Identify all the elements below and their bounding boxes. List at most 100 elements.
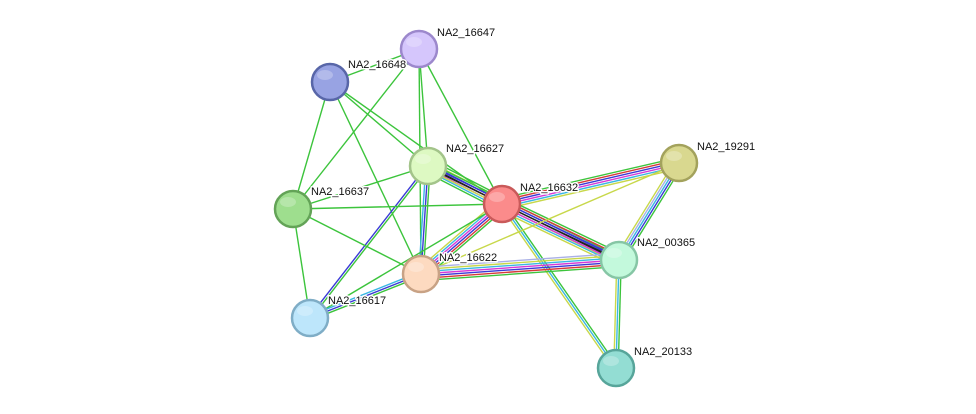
edge-evidence-line [292,48,420,210]
node-circle[interactable] [408,146,448,186]
node-label: NA2_19291 [697,141,755,153]
edge-evidence-line [501,161,679,204]
edge-NA2_16647-NA2_16637 [292,48,420,210]
node-label: NA2_16627 [446,143,504,155]
node-label: NA2_20133 [634,346,692,358]
edge-evidence-line [501,159,679,202]
edge-evidence-line [310,166,430,320]
node-circle[interactable] [482,184,522,224]
edge-NA2_16647-NA2_16627 [418,48,429,167]
edge-NA2_16632-NA2_20133 [499,202,619,370]
node-highlight [317,70,333,80]
edge-NA2_16648-NA2_16622 [329,81,422,275]
edge-NA2_16627-NA2_16617 [308,164,430,320]
edge-NA2_16648-NA2_16637 [292,81,331,210]
node-label: NA2_16617 [328,295,386,307]
edge-evidence-line [421,261,620,277]
edge-evidence-line [292,81,331,210]
node-highlight [408,262,424,272]
node-highlight [406,37,422,47]
node-circle[interactable] [310,62,350,102]
edge-NA2_16647-NA2_16632 [418,48,503,205]
edge-NA2_16637-NA2_16632 [292,203,503,210]
edge-evidence-line [420,162,680,275]
node-highlight [297,306,313,316]
edge-evidence-line [504,197,623,255]
edge-NA2_16627-NA2_16637 [292,165,429,210]
edge-evidence-line [503,199,622,257]
edge-evidence-line [420,252,619,269]
node-label: NA2_16632 [520,182,578,194]
node-highlight [489,192,505,202]
edge-evidence-line [329,81,429,167]
node-label-halo: NA2_16622 [439,252,497,264]
edge-NA2_16632-NA2_16617 [309,203,503,319]
edge-evidence-line [421,265,620,282]
edge-evidence-line [501,203,620,261]
node-label: NA2_16647 [437,27,495,39]
edge-evidence-line [420,257,619,273]
edge-evidence-line [292,165,429,210]
node-label-halo: NA2_16632 [520,182,578,194]
edge-NA2_00365-NA2_16622 [420,252,620,282]
node-label: NA2_16637 [311,186,369,198]
node-circle[interactable] [596,348,636,388]
edge-NA2_16637-NA2_16622 [292,208,422,275]
node-label-halo: NA2_16617 [328,295,386,307]
edge-NA2_19291-NA2_16622 [420,162,680,275]
edge-evidence-line [502,201,621,259]
edge-evidence-line [421,263,620,280]
node-highlight [280,197,296,207]
edge-evidence-line [308,271,421,317]
node-circle[interactable] [290,298,330,338]
node-label-halo: NA2_20133 [634,346,692,358]
node-circle[interactable] [659,143,699,183]
node-highlight [415,154,431,164]
node-label-halo: NA2_16647 [437,27,495,39]
edge-evidence-line [502,165,680,208]
edge-NA2_16622-NA2_16617 [308,271,423,321]
edge-evidence-line [499,204,615,370]
nodes-layer: NA2_16647NA2_16647NA2_16648NA2_16648NA2_… [273,26,757,388]
node-circle[interactable] [401,254,441,294]
edge-evidence-line [499,207,618,265]
node-label: NA2_16622 [439,252,497,264]
edge-NA2_16648-NA2_16627 [329,81,429,167]
node-circle[interactable] [399,29,439,69]
edge-evidence-line [418,48,503,205]
node-label-halo: NA2_16637 [311,186,369,198]
node-highlight [603,356,619,366]
node-label-halo: NA2_00365 [637,237,695,249]
edge-evidence-line [502,163,680,206]
node-circle[interactable] [273,189,313,229]
node-label: NA2_16648 [348,59,406,71]
edge-evidence-line [622,164,684,263]
edge-evidence-line [310,275,423,321]
edge-evidence-line [308,164,428,318]
edge-evidence-line [292,203,503,210]
edge-evidence-line [500,156,678,200]
edge-evidence-line [292,208,422,275]
edge-evidence-line [418,48,429,167]
edge-evidence-line [420,259,620,275]
node-highlight [606,248,622,258]
node-circle[interactable] [599,240,639,280]
node-label: NA2_00365 [637,237,695,249]
edge-evidence-line [420,254,619,271]
node-label-halo: NA2_16648 [348,59,406,71]
node-label-halo: NA2_19291 [697,141,755,153]
edge-evidence-line [309,273,422,319]
edge-evidence-line [614,160,676,259]
edge-evidence-line [329,81,422,275]
